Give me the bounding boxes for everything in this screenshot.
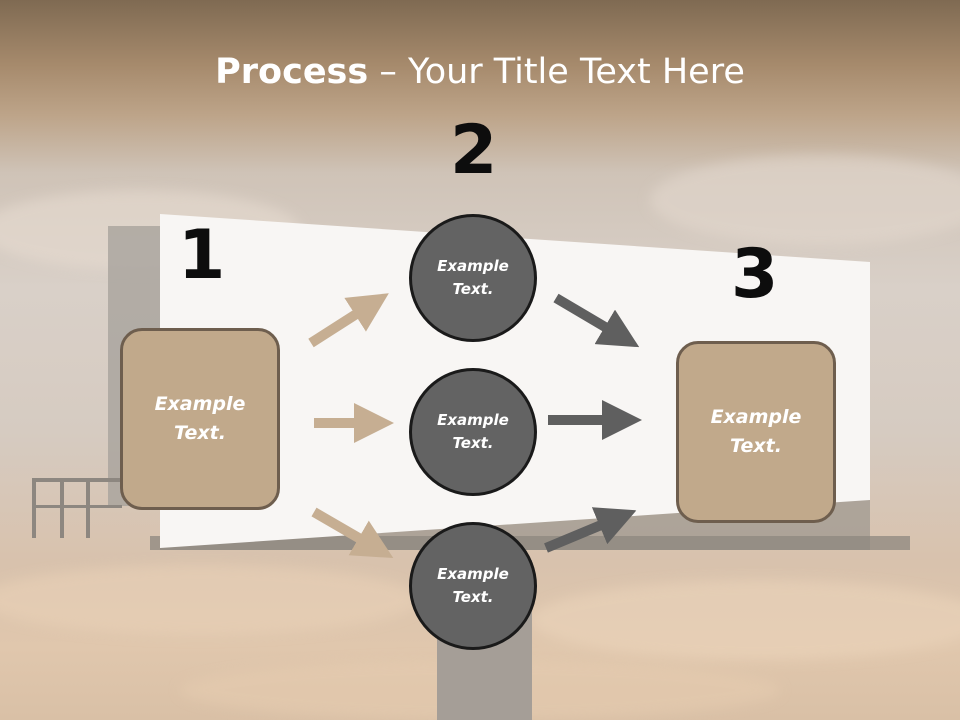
arrow-right-up: [544, 507, 637, 553]
arrow-left-down: [311, 507, 394, 559]
step-number-1: 1: [178, 216, 226, 295]
circle-bottom-line1: Example: [437, 565, 509, 583]
title-rest: – Your Title Text Here: [368, 52, 745, 92]
circle-middle-line2: Text.: [452, 434, 494, 452]
step-box-3-line1: Example: [710, 406, 802, 428]
arrow-right-down: [553, 293, 640, 348]
circle-middle-line1: Example: [437, 411, 509, 429]
step-box-3-line2: Text.: [730, 435, 782, 457]
arrow-left-up: [308, 293, 389, 348]
title-bold: Process: [215, 52, 369, 92]
circle-top-line1: Example: [437, 257, 509, 275]
step-number-3: 3: [731, 235, 779, 314]
step-number-2: 2: [450, 111, 498, 190]
step-box-1-line2: Text.: [174, 422, 226, 444]
circle-bottom-line2: Text.: [452, 588, 494, 606]
slide-title: Process – Your Title Text Here: [0, 52, 960, 92]
circle-top-line2: Text.: [452, 280, 494, 298]
step-box-1-line1: Example: [154, 393, 246, 415]
